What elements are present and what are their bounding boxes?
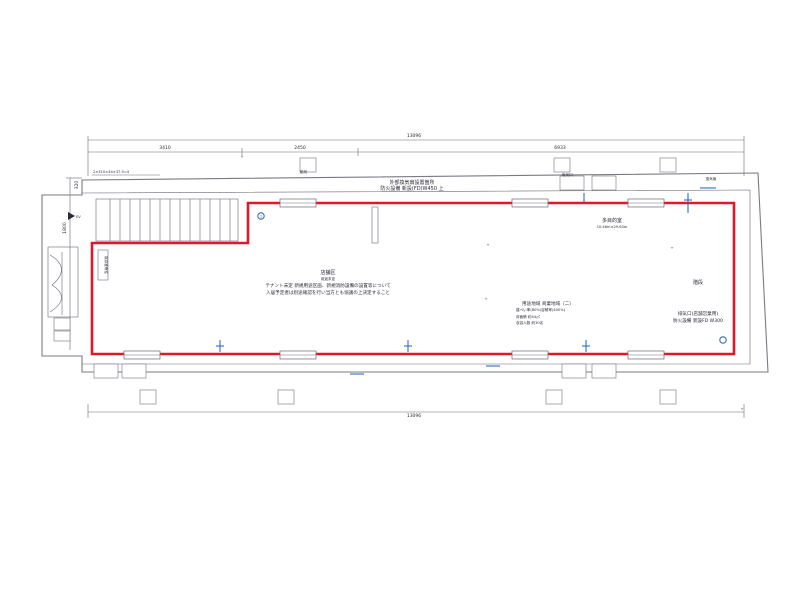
top-dimension-lines: 13096 3410 2450 6933 xyxy=(87,133,745,176)
center-note-2: 入居予定者は別途確認を行い当方とも協議の上決定すること xyxy=(266,289,390,296)
marker-circle-1 xyxy=(257,212,265,220)
bottom-dimension-lines: 13096 xyxy=(87,404,745,419)
svg-text:+: + xyxy=(486,243,489,247)
ev-marker-label: EV xyxy=(76,215,81,219)
top-tag-boxes xyxy=(93,157,677,405)
right-room-size: 10.46m×29.63m xyxy=(597,225,628,229)
center-label-2: 用途未定 xyxy=(321,276,336,281)
info-line-3: 床面積 約44㎡ xyxy=(516,314,540,319)
exhaust-label-2: 防火設備 新設FD W300 xyxy=(673,317,723,324)
info-line-1: 用途地域 商業地域（二） xyxy=(522,300,574,307)
windows-bottom xyxy=(123,350,665,360)
info-line-4: 収容人数 約30名 xyxy=(516,320,544,325)
center-note-1: テナント未定 新規用途区画、新規消防設備の設置等について xyxy=(265,282,391,289)
ev-marker: EV xyxy=(68,212,81,220)
top-wall-label-2: 防火設備 新設(FD)W450 上 xyxy=(380,185,443,192)
marker-circle-2 xyxy=(719,336,727,344)
dim-left-a: 1800 xyxy=(62,222,68,234)
svg-text:+: + xyxy=(240,155,243,159)
vent-box-label: 吸気口 xyxy=(562,172,573,177)
site-boundary xyxy=(41,172,769,373)
windows-top xyxy=(279,198,665,208)
staircase xyxy=(95,198,239,242)
dim-top-total: 13096 xyxy=(407,133,421,139)
dim-bottom-total: 13096 xyxy=(407,413,421,419)
tenant-boundary xyxy=(90,201,736,356)
right-room-label: 多目的室 xyxy=(602,217,622,224)
dim-top-seg3: 6933 xyxy=(554,145,566,151)
svg-text:+: + xyxy=(670,246,673,250)
stair-note: 2×310×34×37.5=4 xyxy=(93,170,130,174)
dim-top-seg1: 3410 xyxy=(159,145,171,151)
blue-vent-marks xyxy=(216,187,716,375)
existing-column-label: 既存鉄骨柱 xyxy=(104,256,109,274)
left-tag-box-1 xyxy=(53,317,71,331)
dim-left-b: 320 xyxy=(74,181,80,190)
center-label-1: 店舗区 xyxy=(320,269,335,276)
exhaust-label-1: 排気口(店舗営業用) xyxy=(678,310,719,317)
top-wall-label-1: 外部換気扇設置箇所 xyxy=(389,179,434,186)
dim-top-seg2: 2450 xyxy=(294,145,306,151)
grid-crosses: + + + + + xyxy=(240,155,743,411)
right-side-label: 階段 xyxy=(693,279,703,286)
left-tag-box-2 xyxy=(53,330,71,342)
info-line-2: 建ぺい率(80%)容積率(400%) xyxy=(516,307,566,312)
interior-column xyxy=(371,206,379,244)
existing-column-box xyxy=(97,249,109,281)
top-right-mark: 換気扇 xyxy=(706,176,717,181)
marker-1-label: 1 xyxy=(260,215,262,219)
svg-text:+: + xyxy=(484,297,487,301)
entrance-doors xyxy=(47,246,79,318)
vent-top-label: 給気 xyxy=(300,169,308,174)
svg-text:+: + xyxy=(740,407,743,411)
inner-wall-line xyxy=(81,189,751,365)
